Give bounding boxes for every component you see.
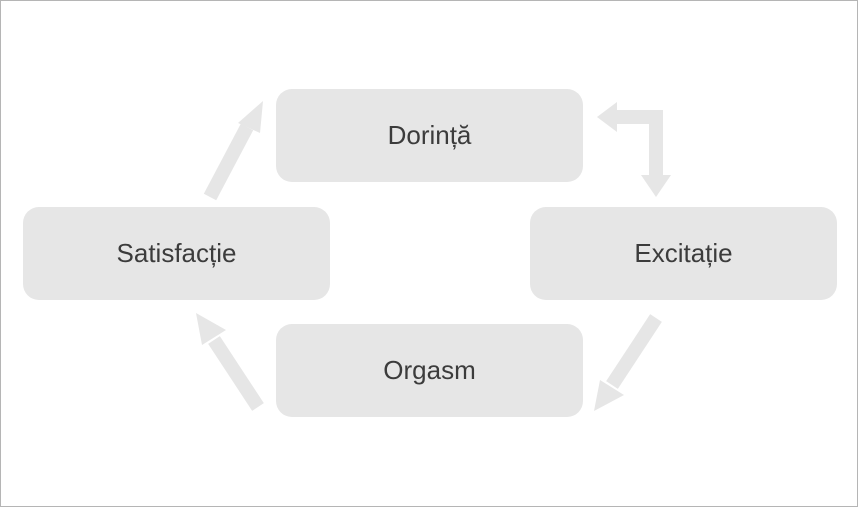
arrow-orgasm-to-satisfactie: [196, 313, 264, 411]
node-satisfactie-label: Satisfacție: [116, 238, 237, 268]
node-excitatie-label: Excitație: [634, 238, 733, 268]
arrow-dorinta-excitatie: [597, 102, 671, 197]
arrow-excitatie-to-orgasm: [594, 314, 662, 411]
node-orgasm-label: Orgasm: [383, 355, 476, 385]
node-satisfactie: Satisfacție: [23, 207, 330, 300]
node-excitatie: Excitație: [530, 207, 837, 300]
node-dorinta-label: Dorință: [387, 120, 472, 150]
node-orgasm: Orgasm: [276, 324, 583, 417]
node-dorinta: Dorință: [276, 89, 583, 182]
arrow-satisfactie-to-dorinta: [203, 101, 263, 201]
